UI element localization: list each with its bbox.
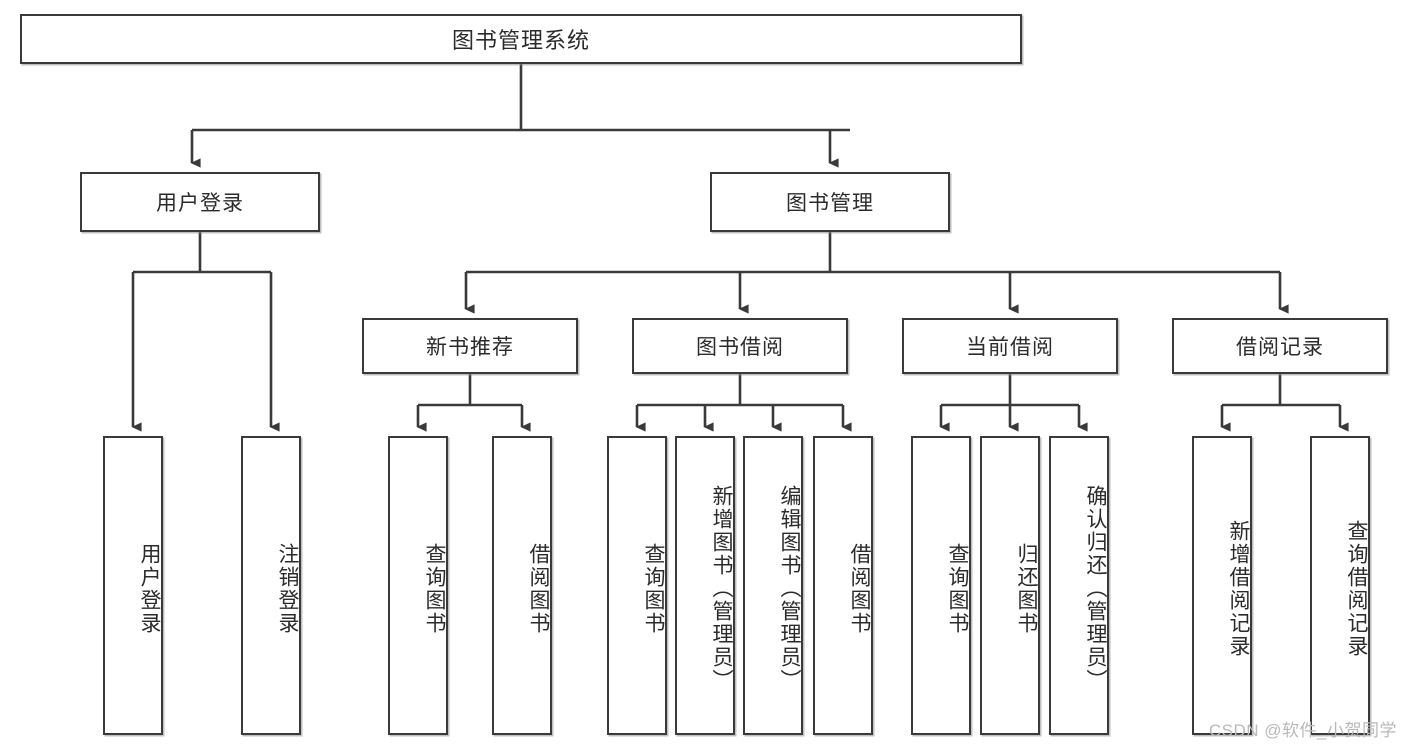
node-label: 当前借阅 [966,336,1054,359]
node-label: 查询图书 [423,542,446,635]
node-leaf-query-book-nbr[interactable]: 查询图书 [388,436,448,735]
node-label: 新书推荐 [426,336,514,359]
node-label: 用户登录 [138,542,161,635]
node-label: 用户登录 [156,192,244,215]
node-label: 归还图书 [1015,542,1038,635]
node-label: 查询图书 [946,542,969,635]
node-label: 确认归还（管理员） [1084,485,1107,692]
node-new-book-recommend[interactable]: 新书推荐 [362,318,578,374]
node-user-login[interactable]: 用户登录 [80,172,320,232]
node-leaf-query-book-cb[interactable]: 查询图书 [911,436,971,735]
node-label: 图书借阅 [696,336,784,359]
node-leaf-add-book-admin[interactable]: 新增图书（管理员） [675,436,735,735]
node-label: 查询借阅记录 [1345,519,1368,658]
node-label: 图书管理系统 [451,28,590,53]
node-label: 新增图书（管理员） [710,485,733,692]
node-book-borrow[interactable]: 图书借阅 [632,318,848,374]
node-leaf-return-book[interactable]: 归还图书 [980,436,1040,735]
node-root[interactable]: 图书管理系统 [20,14,1022,64]
node-label: 借阅记录 [1236,336,1324,359]
node-leaf-query-book-bb[interactable]: 查询图书 [607,436,667,735]
node-label: 新增借阅记录 [1227,519,1250,658]
node-label: 借阅图书 [848,542,871,635]
node-leaf-borrow-book-nbr[interactable]: 借阅图书 [492,436,552,735]
node-leaf-borrow-book-bb[interactable]: 借阅图书 [813,436,873,735]
node-leaf-logout[interactable]: 注销登录 [241,436,301,735]
node-label: 注销登录 [276,542,299,635]
node-borrow-record[interactable]: 借阅记录 [1172,318,1388,374]
node-leaf-user-login[interactable]: 用户登录 [103,436,163,735]
node-leaf-query-borrow-record[interactable]: 查询借阅记录 [1310,436,1370,735]
node-label: 图书管理 [786,192,874,215]
node-leaf-add-borrow-record[interactable]: 新增借阅记录 [1192,436,1252,735]
node-label: 编辑图书（管理员） [778,485,801,692]
node-current-borrow[interactable]: 当前借阅 [902,318,1118,374]
node-label: 借阅图书 [527,542,550,635]
node-leaf-edit-book-admin[interactable]: 编辑图书（管理员） [743,436,803,735]
node-label: 查询图书 [642,542,665,635]
node-leaf-confirm-return-admin[interactable]: 确认归还（管理员） [1049,436,1109,735]
node-book-management[interactable]: 图书管理 [710,172,950,232]
